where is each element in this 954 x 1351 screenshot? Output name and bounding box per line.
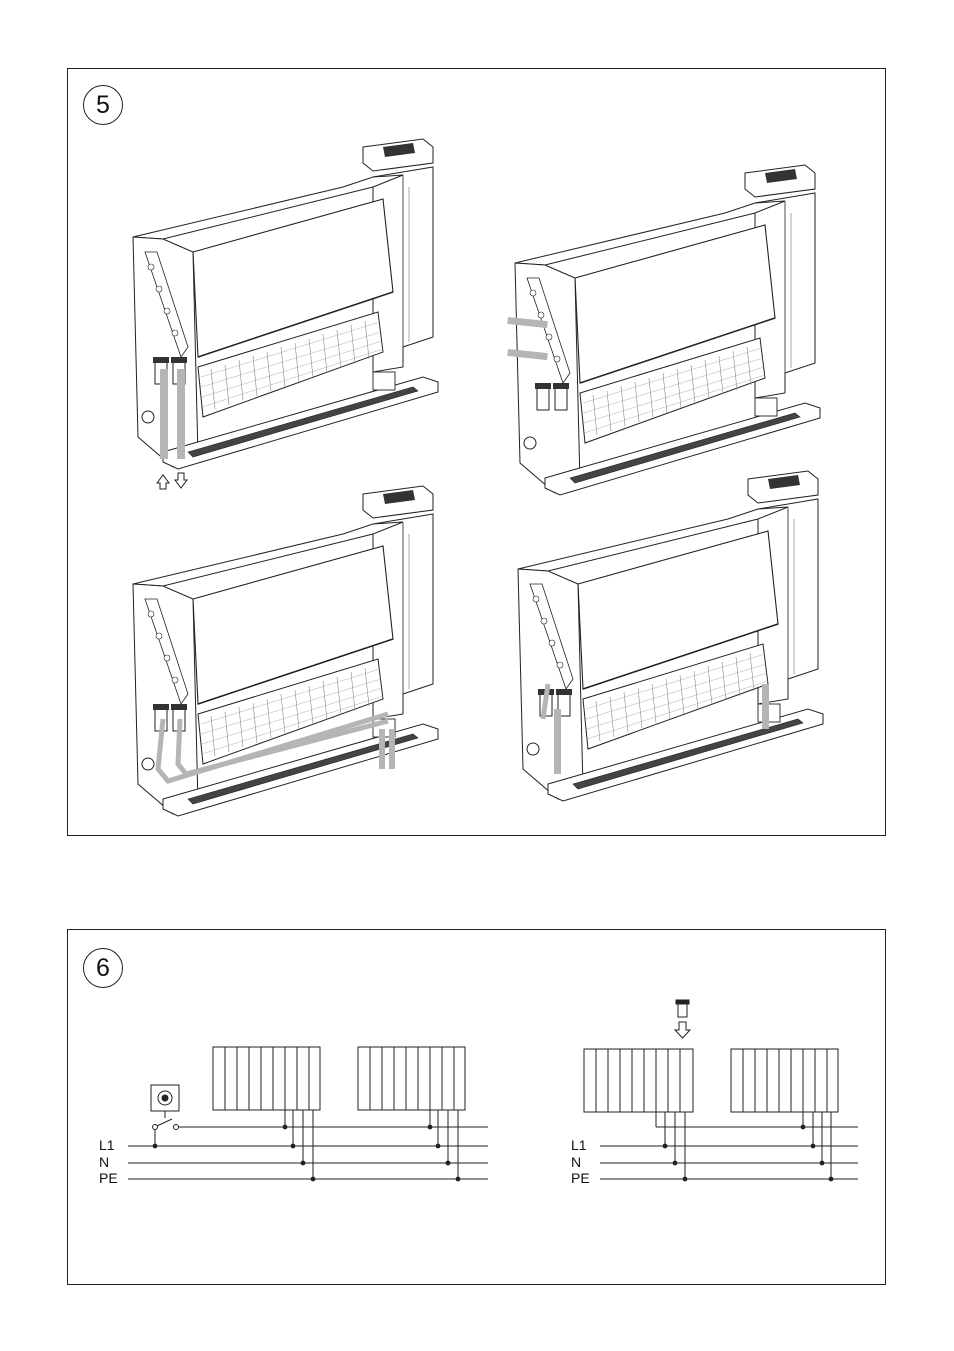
unit-top-left <box>133 139 438 469</box>
label-n-right: N <box>571 1154 581 1170</box>
figure-5-panel: 5 <box>67 68 886 836</box>
label-n-left: N <box>99 1154 109 1170</box>
label-pe-left: PE <box>99 1170 118 1186</box>
down-arrow-icon <box>675 1022 690 1038</box>
figure-6-panel: 6 <box>67 929 886 1285</box>
right-junction-dots <box>663 1125 834 1182</box>
down-arrow-icon <box>175 473 187 488</box>
radiator-2 <box>358 1047 465 1110</box>
left-wiring-diagram <box>128 1047 488 1179</box>
radiator-4 <box>731 1049 838 1112</box>
label-l1-right: L1 <box>571 1137 587 1153</box>
installation-illustration <box>68 69 887 837</box>
bus-bar-cap-icon <box>676 1000 689 1017</box>
unit-top-right <box>507 165 820 495</box>
up-arrow-icon <box>157 475 169 489</box>
unit-bottom-right <box>518 471 823 801</box>
right-wiring-diagram <box>584 1000 858 1179</box>
label-l1-left: L1 <box>99 1137 115 1153</box>
left-junction-dots <box>153 1125 461 1182</box>
radiator-1 <box>213 1047 320 1110</box>
label-pe-right: PE <box>571 1170 590 1186</box>
wiring-diagram <box>68 930 887 1286</box>
unit-bottom-left <box>133 486 438 816</box>
radiator-3 <box>584 1049 693 1112</box>
